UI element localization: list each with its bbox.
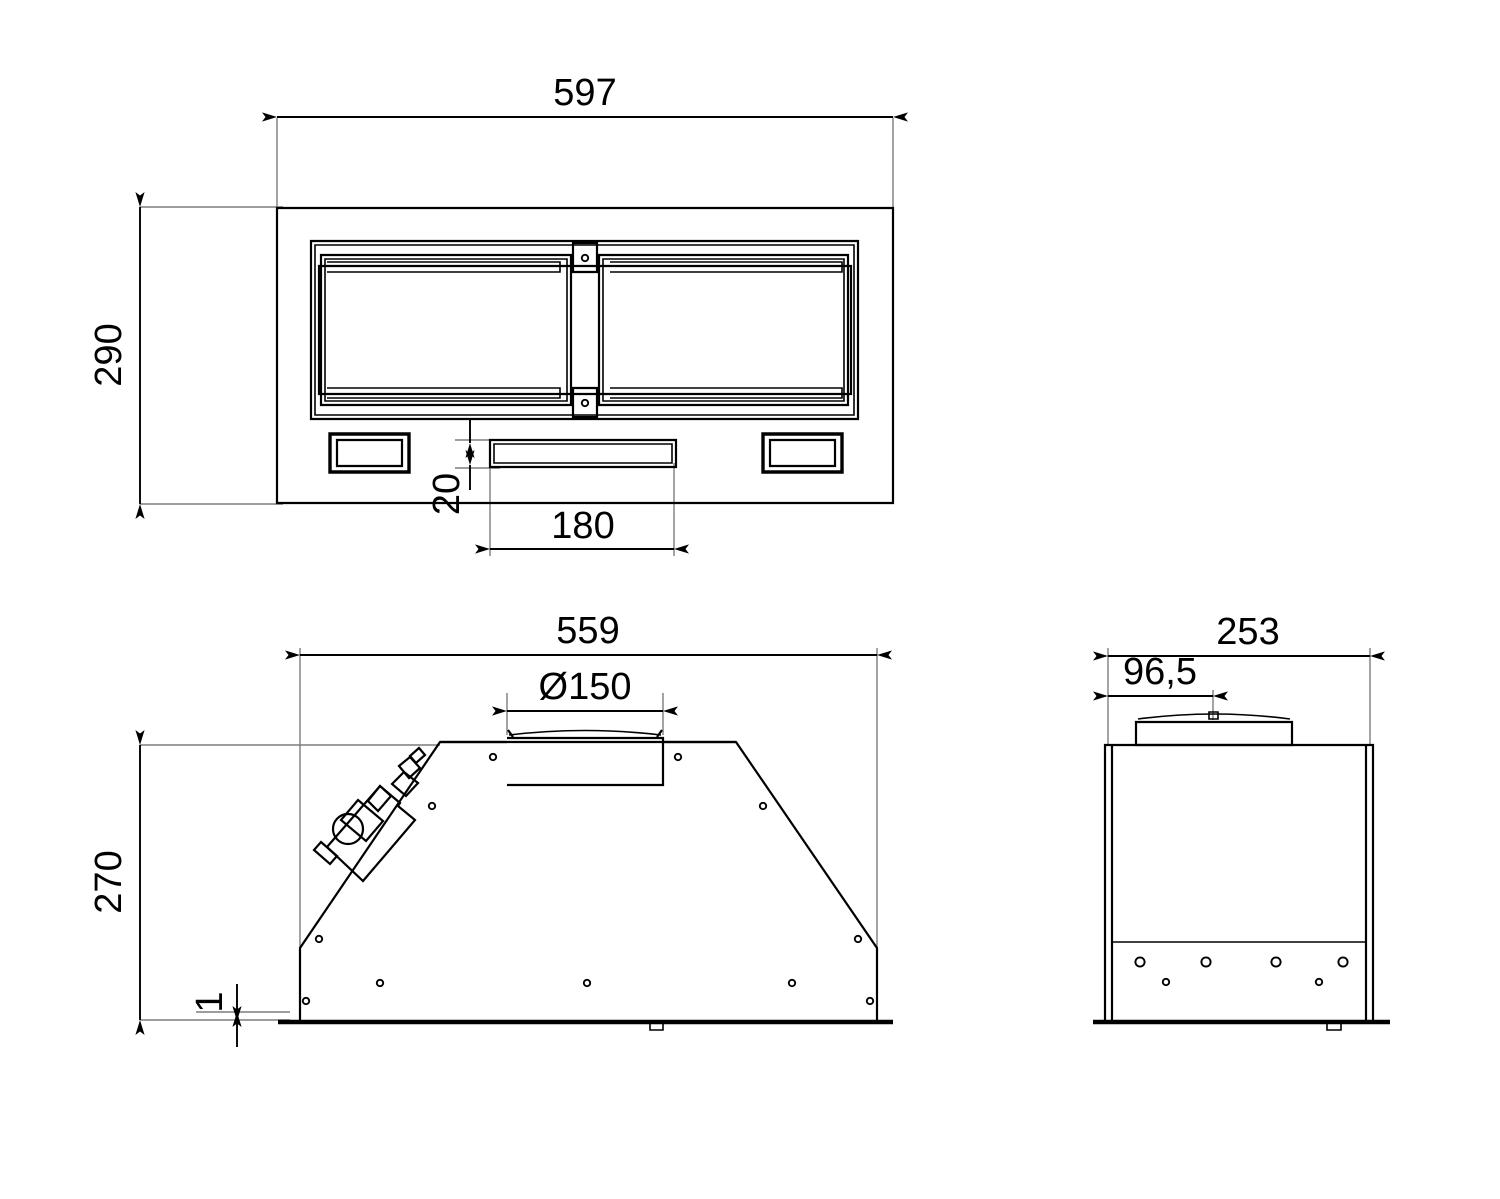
dimension-965-label: 96,5	[1123, 651, 1197, 693]
duct-cap-body	[1134, 720, 1294, 747]
grease-filter-right-inner	[602, 258, 845, 402]
mounting-hole	[787, 978, 797, 988]
vent-hole	[1270, 956, 1282, 968]
mounting-hole	[758, 801, 768, 811]
end-view-base-flange-tab	[1326, 1021, 1342, 1031]
duct-outlet-rim	[508, 729, 662, 736]
wiring-box-knob	[331, 812, 365, 846]
dimension-597: 597	[262, 72, 908, 122]
dimension-20: 20	[426, 418, 475, 515]
filter-center-latch-bottom-body	[571, 386, 599, 419]
dimension-253: 253	[1093, 611, 1385, 661]
mounting-hole	[582, 978, 592, 988]
mounting-hole	[488, 752, 498, 762]
control-slider-inner	[493, 443, 673, 464]
grease-filter-right-outline	[597, 253, 850, 407]
trapezoid-body-outline	[298, 740, 879, 1020]
lamp-left-housing	[328, 432, 411, 474]
duct-clip-right	[656, 729, 663, 738]
cable-gland-body	[390, 770, 420, 798]
dimension-290: 290	[88, 192, 145, 519]
vent-hole	[1200, 956, 1212, 968]
duct-clip-left	[507, 729, 514, 738]
hood-body-outline	[275, 206, 895, 505]
filter-inner-panel	[317, 264, 853, 396]
mounting-hole	[301, 996, 311, 1006]
filter-center-latch-top-body	[571, 241, 599, 274]
filter-center-latch-top[interactable]	[571, 241, 599, 274]
mounting-hole	[314, 934, 324, 944]
dimension-559: 559	[285, 610, 892, 660]
dimension-597-label: 597	[553, 72, 616, 114]
duct-outlet-body	[507, 736, 665, 787]
mounting-hole	[673, 752, 683, 762]
vent-hole	[1314, 977, 1324, 987]
dimension-d150-label: Ø150	[539, 666, 632, 708]
lamp-right-glass	[768, 438, 837, 468]
side-view-extension-lines	[140, 648, 878, 1021]
dimension-270: 270	[88, 730, 145, 1035]
lamp-left-glass	[335, 438, 404, 468]
end-view: 253 96,5	[1093, 611, 1390, 1031]
dimension-180: 180	[475, 505, 689, 554]
dimension-253-label: 253	[1216, 611, 1279, 653]
grease-filter-left-outline	[319, 253, 573, 407]
control-slider[interactable]	[488, 438, 678, 469]
top-view-extension-lines	[140, 118, 894, 556]
filter-frame-outer	[309, 239, 860, 421]
dimension-1-label: 1	[189, 991, 231, 1012]
dimension-20-label: 20	[426, 473, 468, 515]
filter-center-latch-bottom[interactable]	[571, 386, 599, 419]
lamp-left[interactable]	[328, 432, 411, 474]
mounting-hole	[865, 996, 875, 1006]
duct-cap-nipple	[1208, 711, 1219, 720]
side-view-mounting-holes	[301, 752, 875, 1006]
vent-hole	[1161, 977, 1171, 987]
duct-cap-dome	[1137, 713, 1291, 720]
base-flange-tab	[649, 1021, 664, 1031]
duct-outlet	[507, 729, 665, 787]
top-view: 597 290	[88, 72, 908, 556]
dimension-270-label: 270	[88, 850, 130, 913]
vent-hole	[1337, 956, 1349, 968]
wiring-box-top-flap	[366, 784, 393, 813]
lamp-right[interactable]	[761, 432, 844, 474]
cable-gland-tip	[408, 746, 427, 765]
grease-filter-left[interactable]	[319, 253, 573, 407]
end-view-body-outline	[1103, 743, 1375, 1024]
lamp-right-housing	[761, 432, 844, 474]
mounting-hole	[375, 978, 385, 988]
end-view-vent-holes	[1134, 956, 1349, 987]
wiring-box	[312, 746, 427, 883]
vent-hole	[1134, 956, 1146, 968]
dimension-559-label: 559	[556, 610, 619, 652]
mounting-hole	[427, 801, 437, 811]
dimension-290-label: 290	[88, 323, 130, 386]
dimension-965: 96,5	[1093, 651, 1228, 701]
side-view: 559 Ø150 270 1	[88, 610, 893, 1047]
duct-cap	[1134, 711, 1294, 747]
dimension-1: 1	[189, 984, 242, 1047]
mounting-hole	[853, 934, 863, 944]
dimension-180-label: 180	[551, 505, 614, 547]
filter-center-latch-bottom-hole	[580, 398, 590, 408]
control-slider-body	[488, 438, 678, 469]
wiring-box-bracket	[312, 840, 339, 866]
filter-frame-outer-inner-edge	[314, 244, 855, 416]
filter-center-latch-top-hole	[580, 253, 590, 263]
cable-gland-nut	[397, 755, 422, 780]
grease-filter-right[interactable]	[597, 253, 850, 407]
dimension-d150: Ø150	[492, 666, 678, 716]
grease-filter-left-inner	[324, 258, 568, 402]
